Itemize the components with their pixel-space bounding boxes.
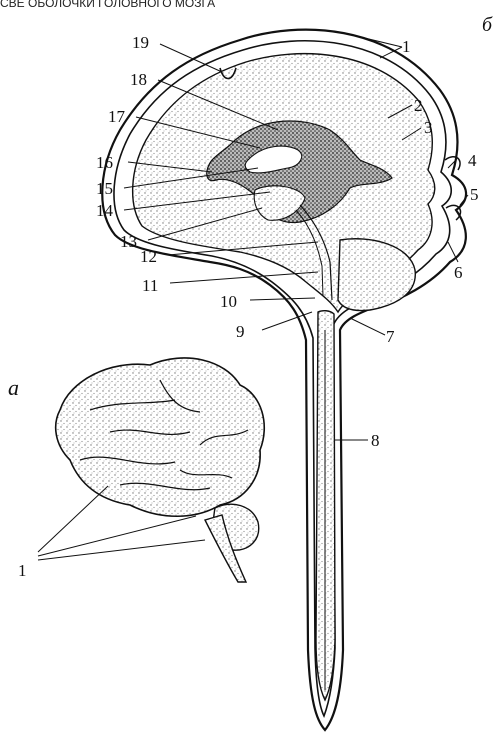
label-a-1: 1 [18,561,27,580]
label-16: 16 [96,153,113,172]
label-14: 14 [96,201,114,220]
leader-a1-2 [38,516,196,556]
leader-1 [348,34,402,47]
label-18: 18 [130,70,147,89]
label-1: 1 [402,37,411,56]
brain-hemisphere-a [56,358,265,516]
label-12: 12 [140,247,157,266]
label-10: 10 [220,292,237,311]
leader-7 [350,318,385,335]
leader-10 [250,298,315,300]
label-17: 17 [108,107,126,126]
label-15: 15 [96,179,113,198]
label-19: 19 [132,33,149,52]
label-9: 9 [236,322,245,341]
panel-a-figure [56,358,265,582]
label-2: 2 [414,96,423,115]
label-13: 13 [120,232,137,251]
leader-a1-1 [38,486,108,552]
label-5: 5 [470,185,479,204]
label-3: 3 [424,118,433,137]
leader-11 [170,272,318,283]
label-8: 8 [371,431,380,450]
label-6: 6 [454,263,463,282]
label-7: 7 [386,327,395,346]
label-11: 11 [142,276,158,295]
leader-9 [262,312,312,330]
label-4: 4 [468,151,477,170]
leader-19 [160,44,222,72]
